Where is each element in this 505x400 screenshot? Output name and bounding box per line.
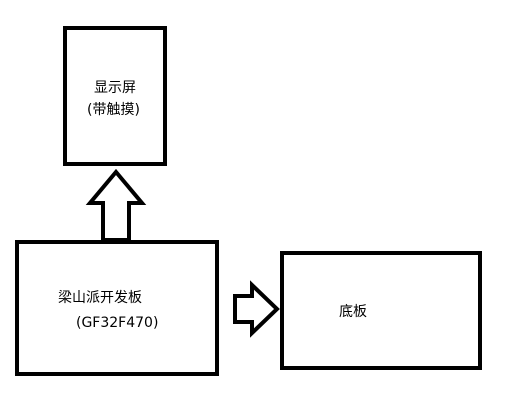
up-arrow-shape: [85, 168, 147, 242]
dev-board-node-box: [15, 240, 219, 376]
base-board-node-title: 底板: [339, 304, 367, 320]
dev-board-node-title: 梁山派开发板: [58, 290, 142, 306]
display-node-title: 显示屏: [94, 80, 136, 96]
right-arrow-shape: [233, 280, 280, 338]
display-node-subtitle: (带触摸): [87, 102, 140, 118]
dev-board-node-subtitle: (GF32F470): [76, 315, 159, 331]
base-board-node-box: [280, 251, 482, 370]
right-arrow: [233, 280, 280, 338]
display-node-box: [63, 26, 167, 166]
up-arrow: [85, 168, 147, 242]
